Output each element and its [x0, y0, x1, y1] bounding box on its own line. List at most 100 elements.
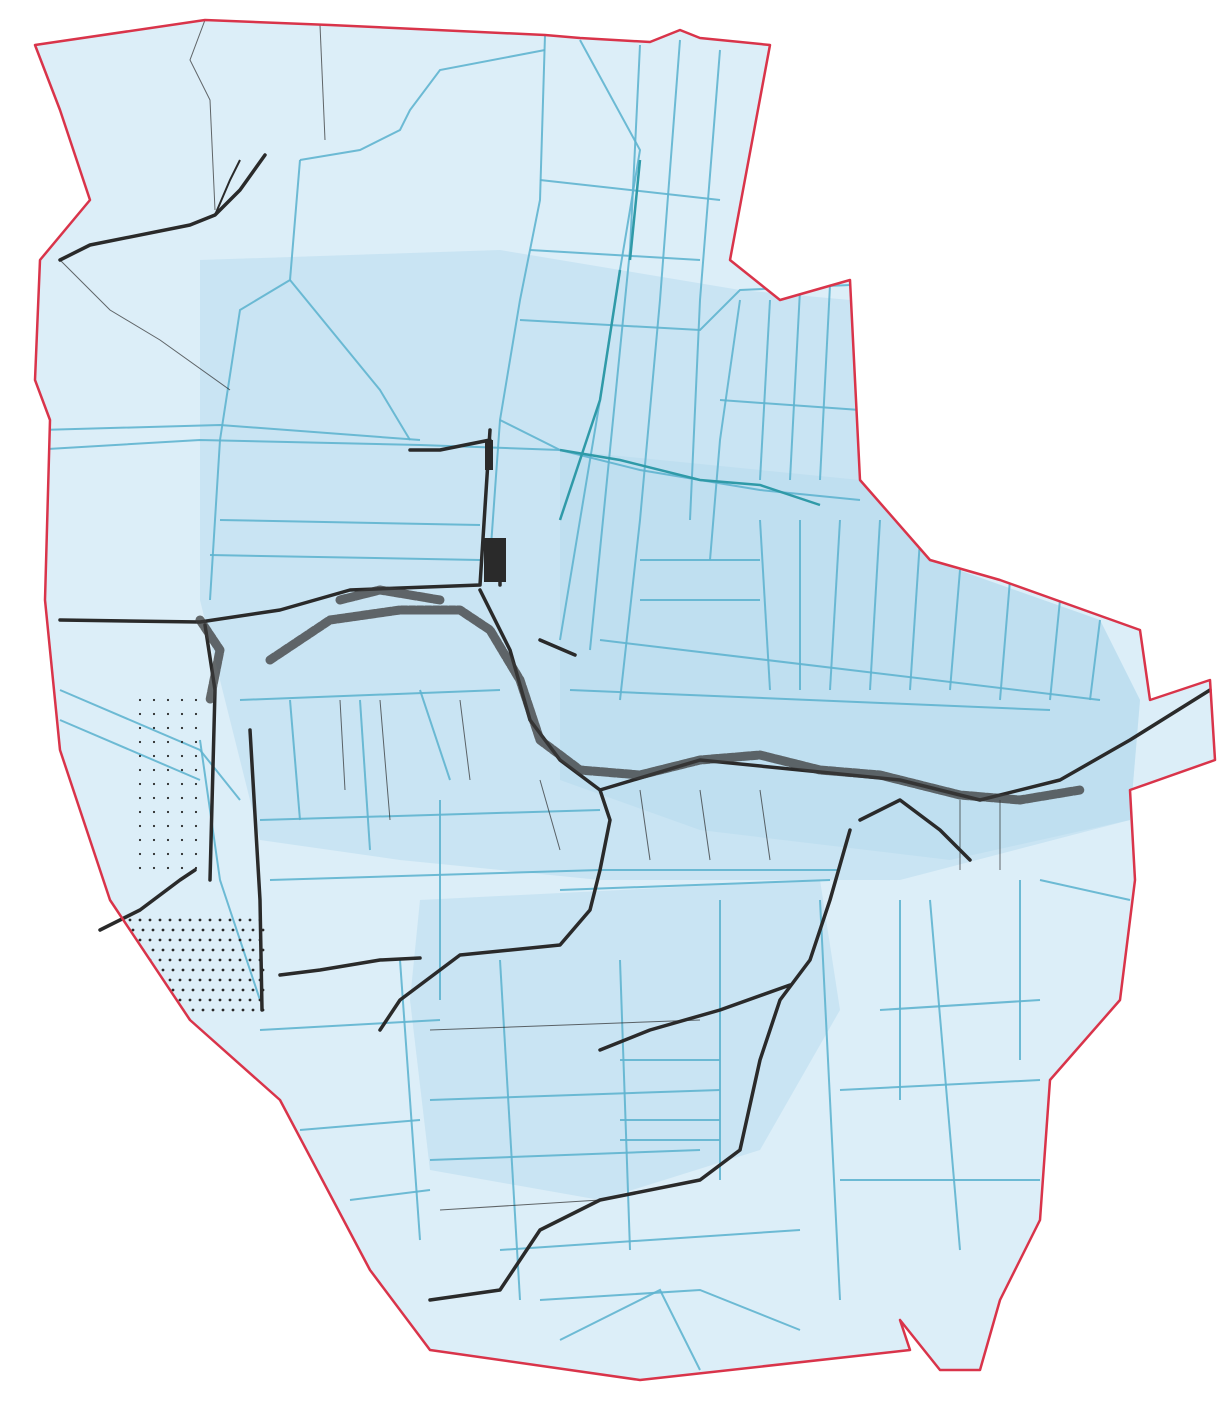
orchard-dot — [180, 852, 184, 856]
orchard-dot — [121, 968, 125, 972]
orchard-dot — [221, 968, 225, 972]
orchard-dot — [194, 768, 198, 772]
orchard-dot — [178, 938, 182, 942]
orchard-dot — [138, 824, 142, 828]
orchard-dot — [138, 998, 142, 1002]
orchard-dot — [111, 988, 115, 992]
orchard-dot — [152, 768, 156, 772]
orchard-dot — [166, 824, 170, 828]
orchard-dot — [251, 988, 255, 992]
orchard-dot — [194, 698, 198, 702]
orchard-dot — [251, 948, 255, 952]
orchard-dot — [231, 1008, 235, 1012]
orchard-dot — [166, 866, 170, 870]
orchard-dot — [194, 852, 198, 856]
orchard-dot — [181, 988, 185, 992]
orchard-dot — [121, 1008, 125, 1012]
settlement-strip — [195, 440, 1085, 805]
orchard-dot — [128, 918, 132, 922]
orchard-dot — [141, 988, 145, 992]
orchard-dot — [221, 1008, 225, 1012]
orchard-dot — [168, 978, 172, 982]
orchard-dot — [108, 998, 112, 1002]
orchard-dot — [231, 968, 235, 972]
orchard-dot — [201, 968, 205, 972]
orchard-dot — [191, 1008, 195, 1012]
orchard-dot — [238, 978, 242, 982]
orchard-dot — [228, 918, 232, 922]
orchard-dot — [131, 1008, 135, 1012]
orchard-dot — [194, 782, 198, 786]
orchard-dot — [241, 1008, 245, 1012]
orchard-dot — [118, 978, 122, 982]
orchard-dot — [152, 824, 156, 828]
orchard-dot — [191, 928, 195, 932]
orchard-dot — [241, 948, 245, 952]
orchard-dot — [161, 928, 165, 932]
orchard-dot — [248, 958, 252, 962]
orchard-dot — [194, 712, 198, 716]
orchard-dot — [178, 998, 182, 1002]
orchard-dot — [251, 928, 255, 932]
orchard-dot — [211, 948, 215, 952]
orchard-dot — [208, 978, 212, 982]
orchard-dot — [248, 938, 252, 942]
orchard-dot — [152, 726, 156, 730]
orchard-dot — [121, 928, 125, 932]
orchard-dot — [188, 998, 192, 1002]
orchard-dot — [161, 1008, 165, 1012]
orchard-dot — [180, 782, 184, 786]
orchard-dot — [180, 754, 184, 758]
orchard-dot — [221, 988, 225, 992]
orchard-dot — [168, 958, 172, 962]
orchard-dot — [166, 754, 170, 758]
orchard-dot — [194, 796, 198, 800]
orchard-dot — [248, 978, 252, 982]
roads — [58, 153, 1212, 1302]
orchard-dot — [194, 824, 198, 828]
orchard-dot — [152, 712, 156, 716]
orchard-dot — [188, 958, 192, 962]
orchard-dot — [166, 740, 170, 744]
orchard-dot — [152, 698, 156, 702]
orchard-dot — [211, 988, 215, 992]
orchard-dot — [180, 810, 184, 814]
orchard-dot — [198, 978, 202, 982]
orchard-dot — [108, 918, 112, 922]
orchard-dot — [201, 988, 205, 992]
orchard-dot — [138, 958, 142, 962]
orchard-dot — [166, 796, 170, 800]
orchard-dot — [166, 782, 170, 786]
orchard-dot — [180, 740, 184, 744]
orchard-dot — [198, 998, 202, 1002]
orchard-dot — [138, 712, 142, 716]
orchard-dot — [194, 810, 198, 814]
orchard-dot — [111, 968, 115, 972]
orchard-dot — [231, 988, 235, 992]
orchard-dot — [166, 698, 170, 702]
orchard-dot — [138, 918, 142, 922]
orchard-dot — [208, 938, 212, 942]
orchard-dot — [201, 948, 205, 952]
orchard-dot — [218, 978, 222, 982]
orchard-dot — [128, 938, 132, 942]
orchard-dot — [151, 988, 155, 992]
orchard-dot — [166, 838, 170, 842]
orchard-dot — [241, 968, 245, 972]
orchard-dot — [138, 726, 142, 730]
orchard-dot — [108, 978, 112, 982]
orchard-dot — [178, 918, 182, 922]
parcel-lines — [35, 34, 1131, 1371]
orchard-dot — [158, 918, 162, 922]
orchard-dot — [194, 754, 198, 758]
orchard-dot — [218, 938, 222, 942]
orchard-dot — [138, 796, 142, 800]
orchard-dot — [166, 852, 170, 856]
orchard-dot — [238, 918, 242, 922]
orchard-dot — [180, 726, 184, 730]
orchard-dot — [180, 866, 184, 870]
orchard-dot — [152, 810, 156, 814]
orchard-dot — [211, 968, 215, 972]
